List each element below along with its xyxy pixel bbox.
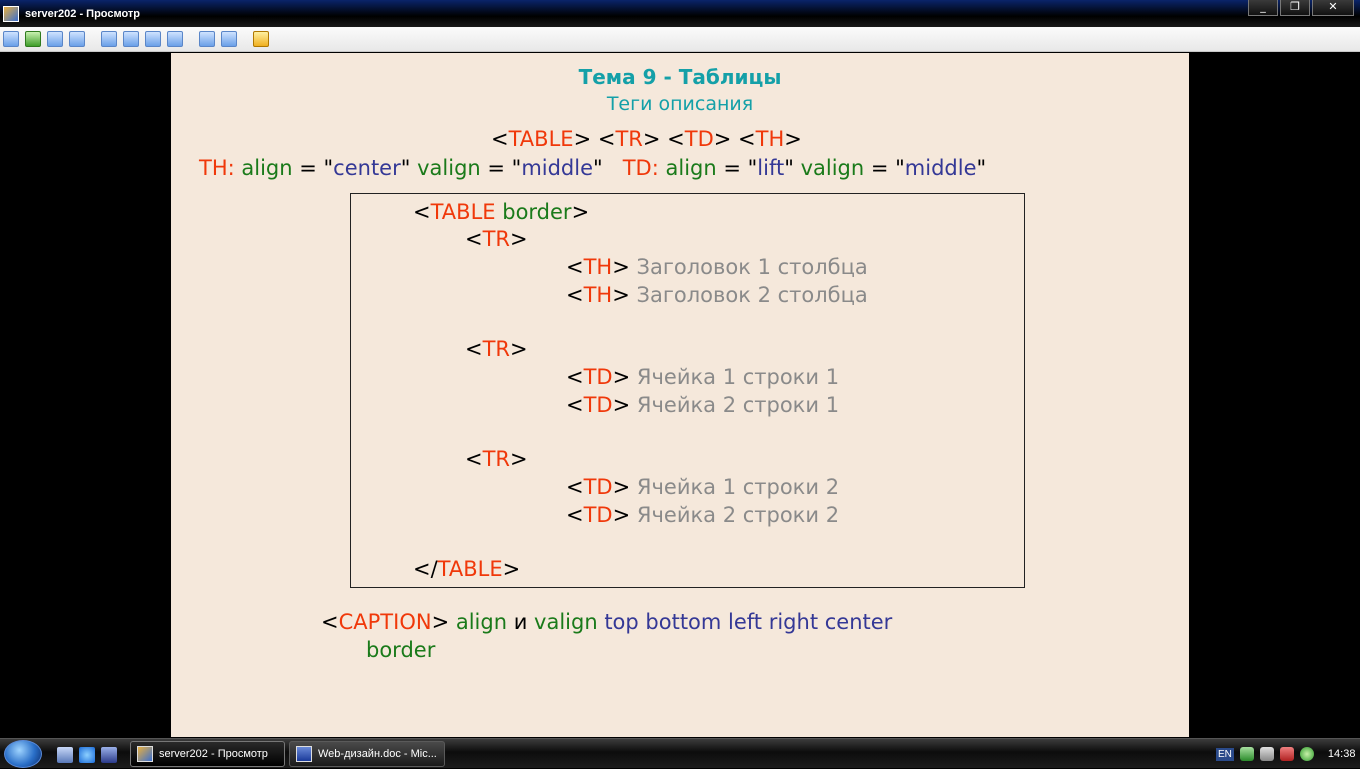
code-th-1: <TH> Заголовок 1 столбца (566, 255, 868, 279)
app-icon (3, 5, 19, 22)
media-player-icon[interactable] (101, 747, 117, 763)
tools-icon[interactable] (221, 31, 237, 47)
task-word-document[interactable]: Web-дизайн.doc - Mic... (289, 741, 445, 767)
scale-icon[interactable] (167, 31, 183, 47)
taskbar: server202 - Просмотр Web-дизайн.doc - Mi… (0, 738, 1360, 768)
code-th-2: <TH> Заголовок 2 столбца (566, 283, 868, 307)
maximize-button[interactable]: ❐ (1280, 0, 1310, 16)
slide-title: Тема 9 - Таблицы (578, 65, 782, 89)
status-icon[interactable] (1299, 747, 1314, 761)
show-desktop-icon[interactable] (57, 747, 73, 763)
window-title: server202 - Просмотр (25, 7, 141, 20)
tags-line: <TABLE> <TR> <TD> <TH> (491, 127, 802, 151)
language-indicator[interactable]: EN (1216, 747, 1234, 761)
code-td-1: <TD> Ячейка 1 строки 1 (566, 365, 840, 389)
clock: 14:38 (1327, 748, 1356, 760)
network-icon[interactable] (1239, 747, 1254, 761)
code-td-4: <TD> Ячейка 2 строки 2 (566, 503, 840, 527)
slide-subtitle: Теги описания (606, 93, 754, 115)
system-tray: EN 14:38 (1210, 739, 1360, 769)
start-button[interactable] (4, 740, 42, 768)
attributes-line: TH: align = "center" valign = "middle" T… (199, 156, 987, 180)
window-icon[interactable] (101, 31, 117, 47)
phone-icon[interactable] (47, 31, 63, 47)
caption-border-line: border (366, 638, 436, 662)
viewer-app-icon (137, 746, 153, 762)
minimize-button[interactable]: _ (1248, 0, 1278, 16)
fullscreen-icon[interactable] (145, 31, 161, 47)
code-tr-1: <TR> (465, 227, 528, 251)
code-tr-3: <TR> (465, 447, 528, 471)
code-table-close: </TABLE> (413, 557, 521, 581)
screen-icon[interactable] (3, 31, 19, 47)
code-td-2: <TD> Ячейка 2 строки 1 (566, 393, 840, 417)
code-tr-2: <TR> (465, 337, 528, 361)
slide: Тема 9 - Таблицы Теги описания <TABLE> <… (171, 53, 1189, 737)
caption-line: <CAPTION> align и valign top bottom left… (321, 610, 893, 634)
window-controls: _ ❐ ✕ (1248, 0, 1354, 16)
window-titlebar: server202 - Просмотр _ ❐ ✕ (0, 0, 1360, 27)
code-table-open: <TABLE border> (413, 200, 590, 224)
security-icon[interactable] (1279, 747, 1294, 761)
copy-icon[interactable] (199, 31, 215, 47)
code-example-box: <TABLE border> <TR> <TH> Заголовок 1 сто… (350, 193, 1025, 588)
task-server202[interactable]: server202 - Просмотр (130, 741, 285, 767)
close-button[interactable]: ✕ (1312, 0, 1354, 16)
viewer-toolbar (0, 27, 1360, 52)
fit-icon[interactable] (123, 31, 139, 47)
chat-icon[interactable] (69, 31, 85, 47)
code-td-3: <TD> Ячейка 1 строки 2 (566, 475, 840, 499)
internet-explorer-icon[interactable] (79, 747, 95, 763)
close-session-icon[interactable] (253, 31, 269, 47)
volume-icon[interactable] (1259, 747, 1274, 761)
connect-icon[interactable] (25, 31, 41, 47)
word-icon (296, 746, 312, 762)
